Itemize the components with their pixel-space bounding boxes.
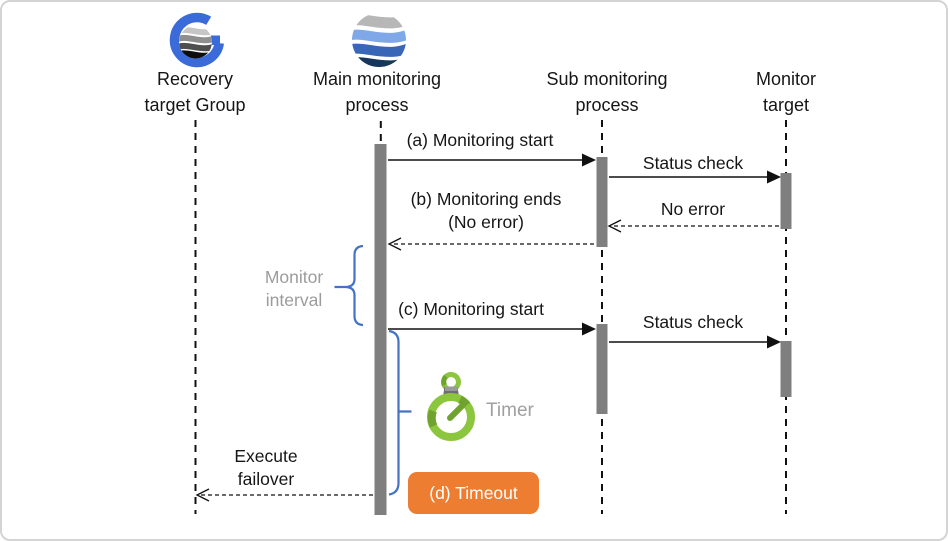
actor-label-line: Sub monitoring	[546, 69, 668, 89]
annotation-line: Monitor	[264, 267, 324, 287]
activation-bar-target-1	[780, 173, 792, 229]
actor-label-line: process	[345, 95, 409, 115]
actor-header-sub-monitoring: Sub monitoring process	[546, 66, 667, 118]
arrow-status-check-1	[609, 170, 781, 184]
message-label-status-check-1: Status check	[642, 153, 744, 173]
arrow-status-check-2	[609, 335, 781, 349]
message-label-monitoring-ends-b: (b) Monitoring ends (No error)	[411, 188, 562, 234]
arrow-no-error	[607, 219, 779, 233]
message-label-line: (No error)	[448, 212, 524, 232]
group-globe-g-logo-icon	[168, 10, 228, 75]
activation-bar-sub-1	[596, 157, 608, 247]
activation-bar-target-2	[780, 341, 792, 397]
arrow-monitoring-start-a	[388, 153, 596, 167]
actor-label-line: Main monitoring	[312, 69, 442, 89]
actor-header-main-monitoring: Main monitoring process	[313, 66, 441, 118]
arrow-monitoring-ends-b	[387, 237, 594, 251]
message-label-execute-failover: Execute failover	[234, 445, 297, 491]
actor-label-line: target	[762, 95, 810, 115]
arrow-monitoring-start-c	[388, 322, 596, 336]
actor-label-line: target Group	[144, 95, 246, 115]
activation-bar-sub-2	[596, 324, 608, 414]
activation-bar-main	[374, 144, 387, 515]
actor-label-line: Monitor	[755, 69, 817, 89]
annotation-line: interval	[265, 290, 323, 310]
actor-header-monitor-target: Monitor target	[756, 66, 816, 118]
arrow-execute-failover	[195, 488, 373, 502]
actor-label-line: process	[575, 95, 639, 115]
message-label-no-error: No error	[660, 199, 726, 219]
timeout-badge: (d) Timeout	[408, 472, 539, 514]
actor-header-recovery-target-group: Recovery target Group	[144, 66, 245, 118]
message-label-monitoring-start-a: (a) Monitoring start	[406, 130, 554, 150]
wave-sphere-logo-icon	[349, 10, 409, 75]
monitor-interval-brace	[334, 244, 364, 327]
timer-bracket	[388, 329, 412, 496]
message-label-line: Execute	[234, 446, 298, 466]
annotation-timer-label: Timer	[486, 400, 534, 421]
message-label-line: (b) Monitoring ends	[410, 189, 562, 209]
stopwatch-icon	[420, 370, 484, 451]
actor-label-line: Recovery	[156, 69, 234, 89]
annotation-monitor-interval: Monitor interval	[265, 266, 323, 312]
message-label-status-check-2: Status check	[642, 312, 744, 332]
message-label-monitoring-start-c: (c) Monitoring start	[398, 299, 544, 319]
message-label-line: failover	[237, 469, 295, 489]
